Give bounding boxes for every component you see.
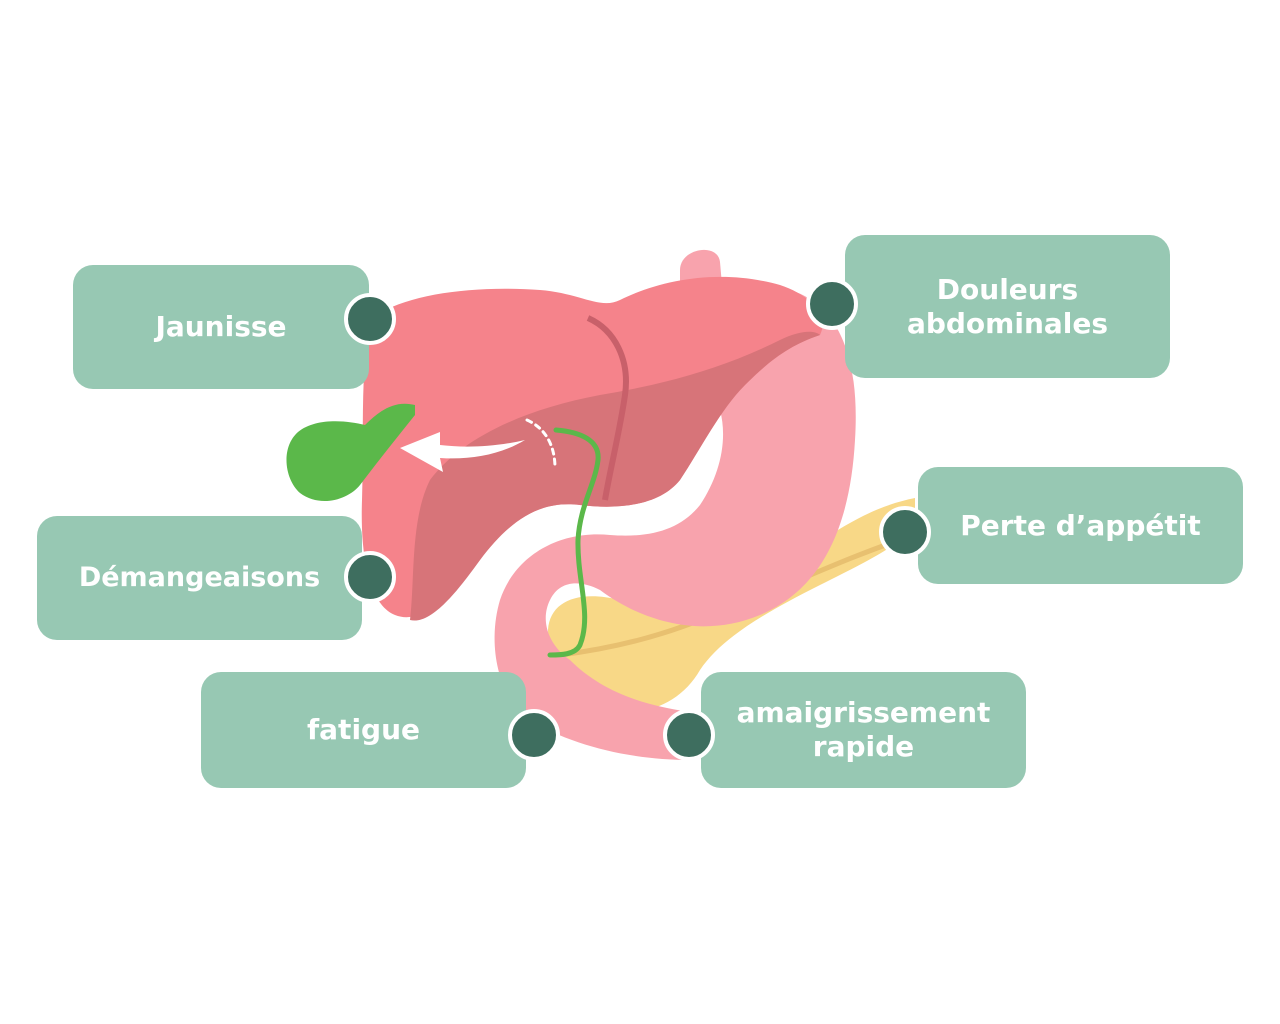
symptom-label-appetite-loss: Perte d’appétit xyxy=(918,467,1243,584)
connector-dot-fatigue xyxy=(508,709,560,761)
gallbladder xyxy=(286,403,415,502)
symptom-label-abdominal-pain: Douleurs abdominales xyxy=(845,235,1170,378)
symptom-text-abdominal-line2: abdominales xyxy=(906,306,1109,340)
liver-shadow xyxy=(410,331,820,621)
flow-arrow-icon xyxy=(400,432,525,472)
connector-dot-abdominal-pain xyxy=(806,278,858,330)
symptom-text-itching: Démangeaisons xyxy=(78,562,321,593)
symptom-text-weight-loss-line2: rapide xyxy=(812,730,915,763)
connector-dot-itching xyxy=(344,551,396,603)
symptom-text-fatigue: fatigue xyxy=(306,713,421,746)
esophagus-stub xyxy=(680,249,722,285)
connector-dot-jaundice xyxy=(344,293,396,345)
symptom-label-jaundice: Jaunisse xyxy=(73,265,369,389)
liver-lobe-line xyxy=(586,315,629,501)
symptom-label-weight-loss: amaigrissement rapide xyxy=(701,672,1026,788)
symptom-label-fatigue: fatigue xyxy=(201,672,526,788)
connector-dot-weight-loss xyxy=(663,709,715,761)
symptom-label-itching: Démangeaisons xyxy=(37,516,362,640)
bile-duct xyxy=(547,427,601,658)
symptom-text-appetite-loss: Perte d’appétit xyxy=(960,508,1201,542)
dotted-arc xyxy=(525,418,557,470)
symptom-text-abdominal-line1: Douleurs xyxy=(936,272,1079,306)
symptom-text-jaundice: Jaunisse xyxy=(155,310,287,343)
stomach xyxy=(494,282,856,760)
connector-dot-appetite-loss xyxy=(879,506,931,558)
symptom-text-weight-loss-line1: amaigrissement xyxy=(736,696,991,729)
